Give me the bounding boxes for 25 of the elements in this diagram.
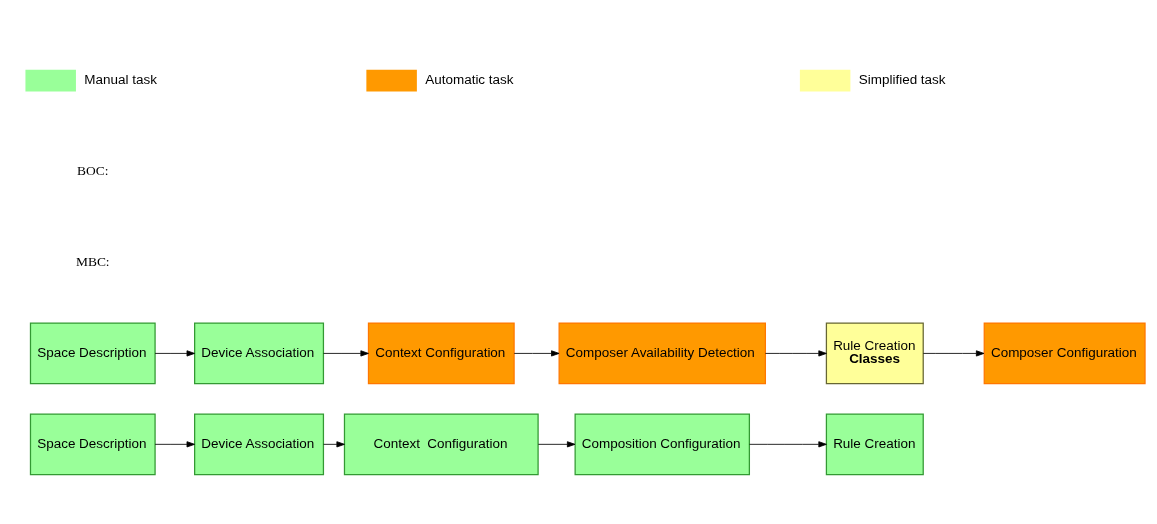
node-box: Context Configuration: [367, 322, 515, 384]
legend-label: Manual task: [84, 71, 157, 87]
arrow: [323, 440, 345, 447]
arrow: [154, 440, 195, 447]
label: MBC:: [75, 253, 110, 269]
arrow: [765, 349, 827, 356]
node-box: Device Association: [194, 322, 325, 384]
node-box: Composer Availability Detection: [558, 322, 766, 384]
arrow: [154, 349, 195, 356]
legend-label: Automatic task: [425, 71, 514, 87]
node-box: Composer Configuration: [983, 322, 1146, 384]
arrow: [323, 349, 369, 356]
node-box: Device Association: [194, 412, 325, 475]
arrow: [922, 349, 985, 356]
arrow: [537, 440, 576, 447]
legend-label: Simplified task: [858, 71, 946, 87]
node-box: Space Description: [29, 412, 156, 475]
node-box: Rule Creation: [825, 412, 924, 475]
arrow: [749, 440, 827, 447]
node-box: Space Description: [29, 322, 156, 384]
node-box: Composition Configuration: [574, 412, 750, 475]
arrow: [513, 349, 560, 356]
node-box: Context Configuration: [343, 412, 539, 475]
node-box: Rule Creation Classes: [825, 322, 924, 384]
label: BOC:: [77, 162, 109, 178]
